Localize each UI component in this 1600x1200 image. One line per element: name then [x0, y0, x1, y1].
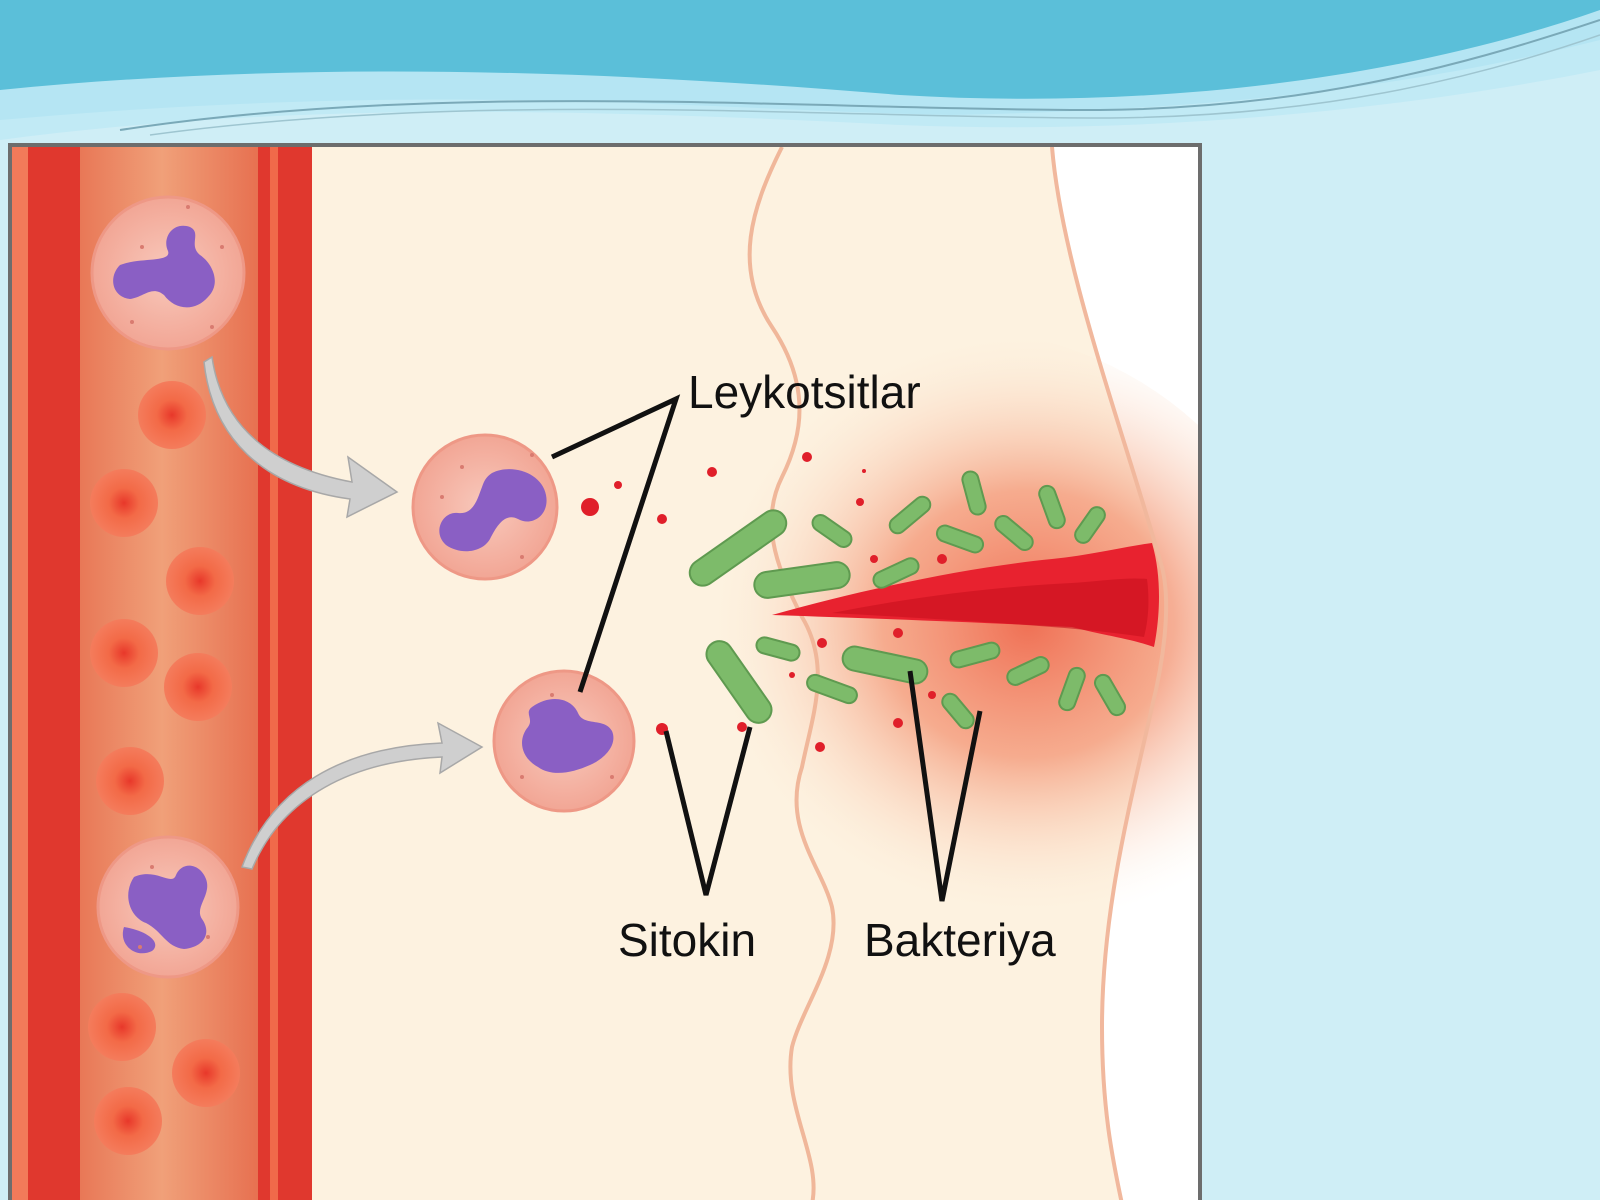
red-blood-cell	[164, 653, 232, 721]
red-blood-cell	[172, 1039, 240, 1107]
cytokine	[893, 628, 903, 638]
cytokine	[862, 469, 866, 473]
red-blood-cells	[88, 381, 240, 1155]
cytokine	[789, 672, 795, 678]
red-blood-cell	[138, 381, 206, 449]
red-blood-cell	[90, 469, 158, 537]
bacterium	[994, 515, 1034, 551]
wound-inner	[832, 578, 1149, 637]
cytokine	[707, 467, 717, 477]
bacteria-leader	[907, 670, 983, 902]
cytokine	[817, 638, 827, 648]
cytokine	[937, 554, 947, 564]
bacterium	[688, 509, 788, 587]
leukocyte-in-vessel-bottom	[96, 835, 240, 979]
label-leukocytes: Leykotsitlar	[688, 366, 921, 418]
red-blood-cell	[88, 993, 156, 1061]
cytokine	[928, 691, 936, 699]
red-blood-cell	[166, 547, 234, 615]
bacterium	[941, 692, 975, 730]
cytokine	[870, 555, 878, 563]
bacterium	[961, 470, 987, 516]
bacterium	[1074, 506, 1106, 544]
cytokine	[614, 481, 622, 489]
bacterium	[935, 524, 985, 554]
bacterium	[806, 673, 858, 705]
bacterium	[705, 640, 773, 724]
vessel-wall-left-outer	[12, 147, 28, 1200]
leukocyte-migrated-bottom	[492, 669, 636, 813]
cytokine	[815, 742, 825, 752]
cytokine-leader	[663, 726, 753, 896]
bacterium	[888, 495, 932, 535]
vessel-wall-right	[258, 147, 312, 1200]
vessel-wall-right-highlight	[270, 147, 278, 1200]
cytokines	[581, 452, 947, 752]
bacterium	[1058, 666, 1086, 712]
vessel-wall-left	[28, 147, 80, 1200]
cytokine	[802, 452, 812, 462]
leukocyte-in-vessel-top	[90, 195, 246, 351]
inflammation-diagram: Leykotsitlar Sitokin Bakteriya	[8, 143, 1202, 1200]
cytokine	[581, 498, 599, 516]
bacterium	[841, 645, 929, 685]
header-wave-line	[119, 19, 1600, 131]
skin-edge	[1050, 147, 1169, 1200]
bacterium	[1038, 484, 1066, 530]
header-wave-light	[0, 10, 1600, 140]
red-blood-cell	[96, 747, 164, 815]
bacterium	[811, 513, 853, 549]
leader-lines	[550, 394, 983, 902]
bacterium	[755, 636, 801, 662]
red-blood-cell	[94, 1087, 162, 1155]
leukocyte-migrated-top	[411, 433, 559, 581]
bacterium	[1094, 673, 1126, 717]
diagram-artwork	[12, 147, 1198, 1200]
bacterium	[949, 641, 1001, 669]
bacterium	[753, 561, 851, 599]
cytokine	[657, 514, 667, 524]
bacterium	[872, 557, 920, 589]
header-wave-line-2	[149, 34, 1600, 136]
label-cytokine: Sitokin	[618, 914, 757, 966]
migration-arrow-top	[203, 355, 399, 519]
bacteria	[688, 470, 1126, 730]
bacterium	[1006, 656, 1050, 686]
red-blood-cell	[90, 619, 158, 687]
leukocytes-leader	[550, 394, 681, 693]
migration-arrow-bottom	[240, 721, 484, 870]
cytokine	[737, 722, 747, 732]
cytokine	[856, 498, 864, 506]
cytokine	[893, 718, 903, 728]
label-bacteria: Bakteriya	[864, 914, 1056, 966]
